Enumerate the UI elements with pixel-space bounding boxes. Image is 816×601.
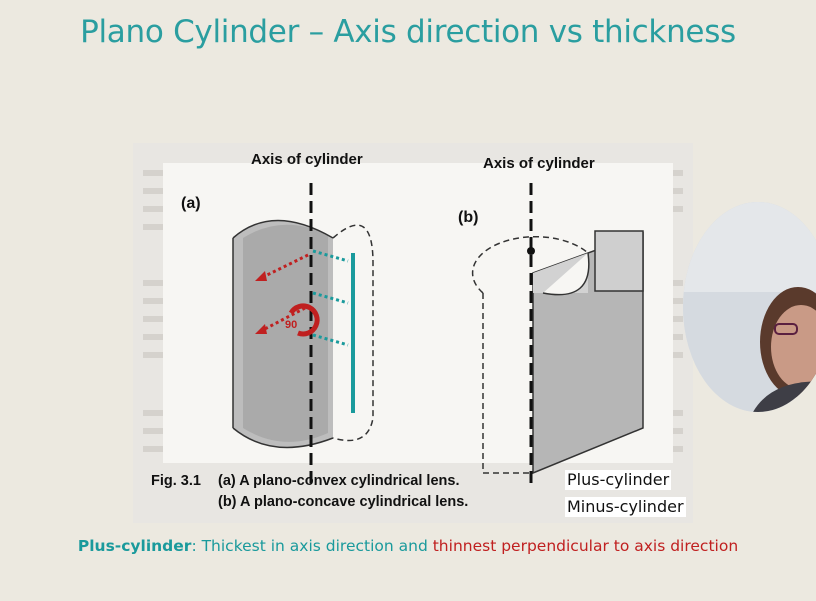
presenter-webcam — [683, 202, 816, 412]
lens-figure: Axis of cylinder Axis of cylinder (a) (b… — [133, 143, 693, 523]
plano-concave-lens — [471, 183, 644, 488]
caption-teal-text: : Thickest in axis direction and — [191, 537, 433, 555]
axis-label-b: Axis of cylinder — [483, 155, 595, 172]
presenter-avatar — [683, 202, 816, 412]
figure-caption-prefix: Fig. 3.1 — [151, 473, 201, 489]
minus-cylinder-label: Minus-cylinder — [565, 497, 686, 517]
caption-red-text: thinnest perpendicular to axis direction — [432, 537, 739, 555]
caption-term: Plus-cylinder — [77, 537, 192, 555]
slide-title: Plano Cylinder – Axis direction vs thick… — [80, 14, 736, 50]
figure-caption-line-b: (b) A plano-concave cylindrical lens. — [218, 494, 469, 510]
plano-convex-lens — [232, 183, 374, 488]
slide-caption: Plus-cylinder: Thickest in axis directio… — [0, 537, 816, 555]
figure-caption-line-a: (a) A plano-convex cylindrical lens. — [218, 473, 460, 489]
angle-label: 90 — [285, 319, 298, 331]
panel-label-b: (b) — [458, 209, 479, 226]
axis-label-a: Axis of cylinder — [251, 151, 363, 168]
panel-label-a: (a) — [181, 195, 201, 212]
lens-diagram — [143, 163, 683, 488]
plus-cylinder-label: Plus-cylinder — [565, 470, 672, 490]
